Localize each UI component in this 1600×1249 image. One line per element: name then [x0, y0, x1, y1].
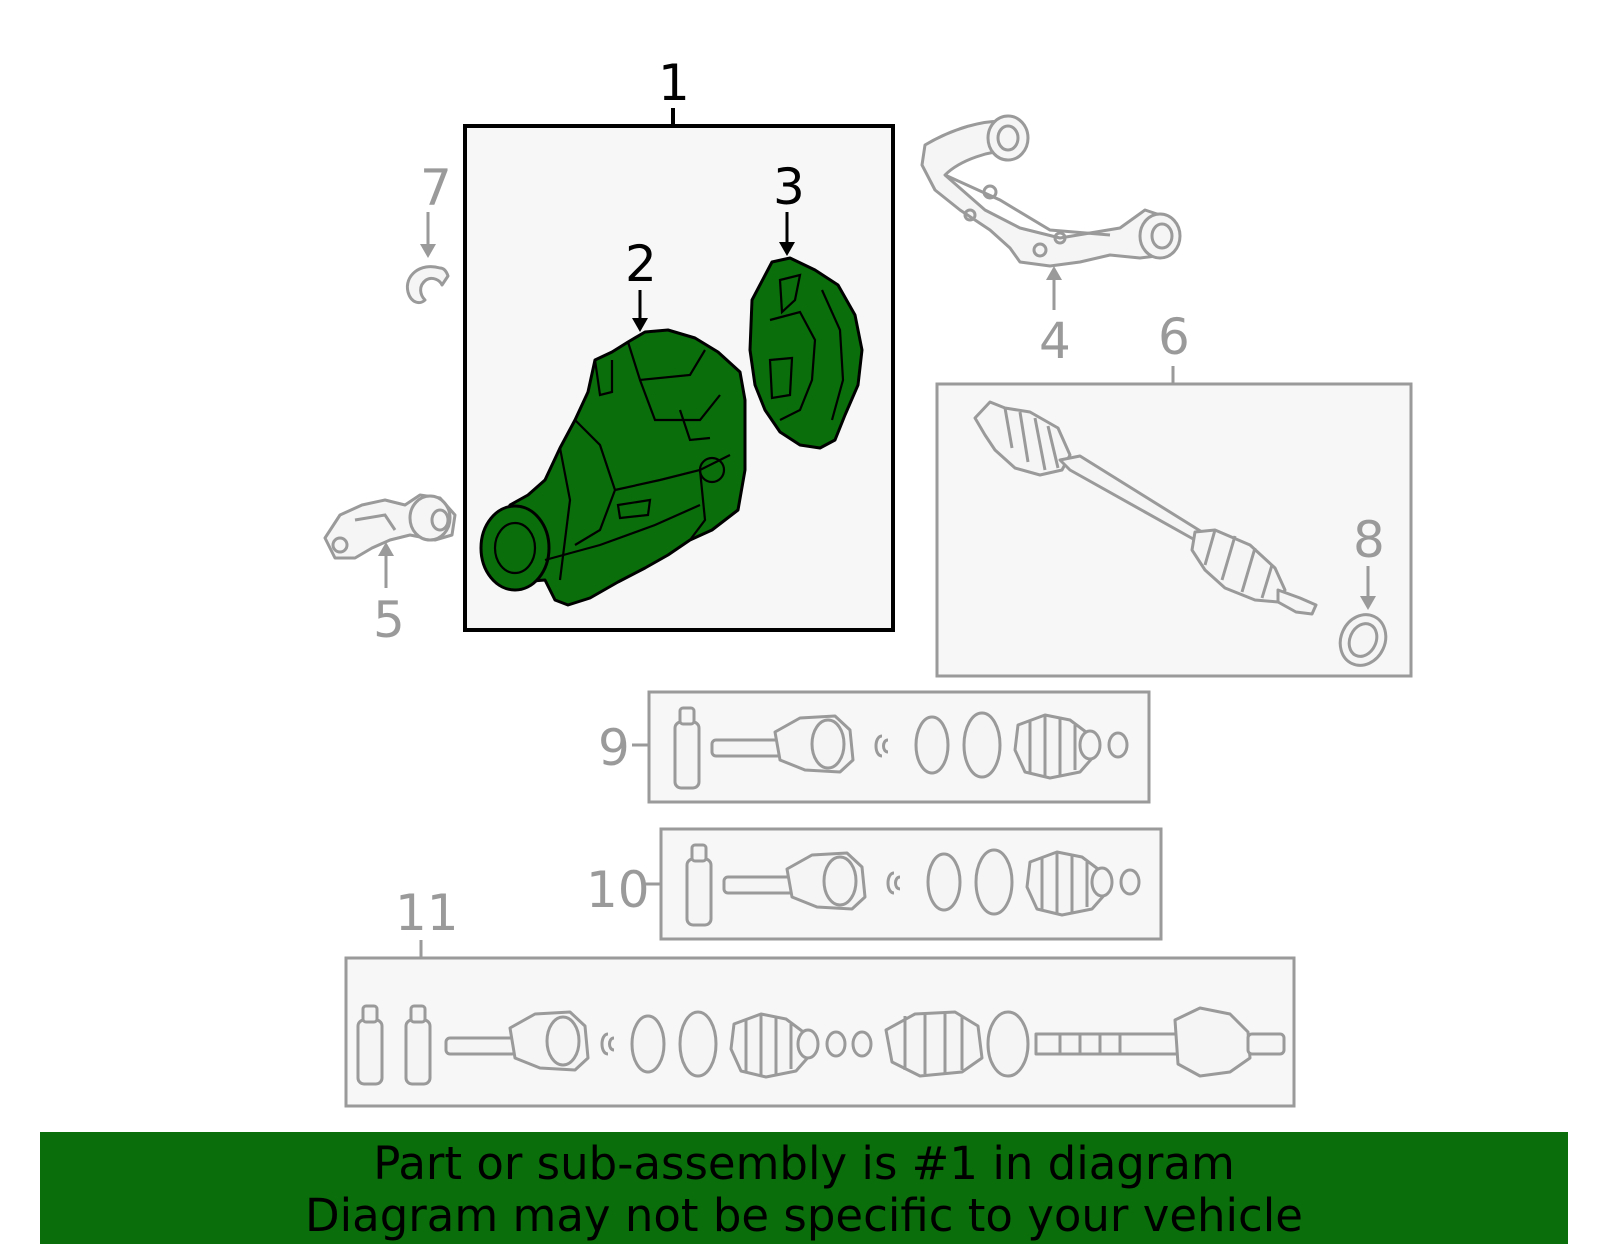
banner-line-2: Diagram may not be specific to your vehi…	[305, 1189, 1303, 1242]
arrow-4	[1046, 266, 1062, 310]
cv-kit-11-parts	[356, 1004, 1286, 1086]
control-arm-4[interactable]	[920, 114, 1182, 268]
differential-housing[interactable]	[479, 328, 747, 607]
cv-kit-10-parts	[685, 843, 1141, 927]
callout-2[interactable]: 2	[625, 235, 657, 293]
cv-kit-9-parts	[673, 706, 1129, 790]
mount-bracket-5[interactable]	[323, 493, 457, 560]
callout-7[interactable]: 7	[420, 159, 452, 217]
callout-6[interactable]: 6	[1158, 308, 1190, 366]
callout-3[interactable]: 3	[773, 158, 805, 216]
callout-9[interactable]: 9	[598, 719, 630, 777]
axle-shaft[interactable]	[973, 400, 1318, 616]
arrow-5	[378, 542, 394, 588]
arrow-3	[779, 212, 795, 256]
callout-10[interactable]: 10	[586, 861, 650, 919]
callout-1[interactable]: 1	[658, 54, 690, 112]
seal-8[interactable]	[1332, 607, 1394, 673]
clip-7[interactable]	[405, 265, 450, 305]
arrow-7	[420, 212, 436, 258]
banner-line-1: Part or sub-assembly is #1 in diagram	[373, 1137, 1235, 1190]
cv-kit-box-11[interactable]	[344, 940, 1296, 1108]
info-banner: Part or sub-assembly is #1 in diagram Di…	[40, 1132, 1568, 1244]
arrow-2	[632, 290, 648, 332]
callout-11[interactable]: 11	[395, 884, 459, 942]
callout-8[interactable]: 8	[1353, 511, 1385, 569]
callout-5[interactable]: 5	[373, 591, 405, 649]
callout-4[interactable]: 4	[1039, 312, 1071, 370]
arrow-8	[1360, 566, 1376, 610]
differential-cover[interactable]	[748, 256, 864, 450]
